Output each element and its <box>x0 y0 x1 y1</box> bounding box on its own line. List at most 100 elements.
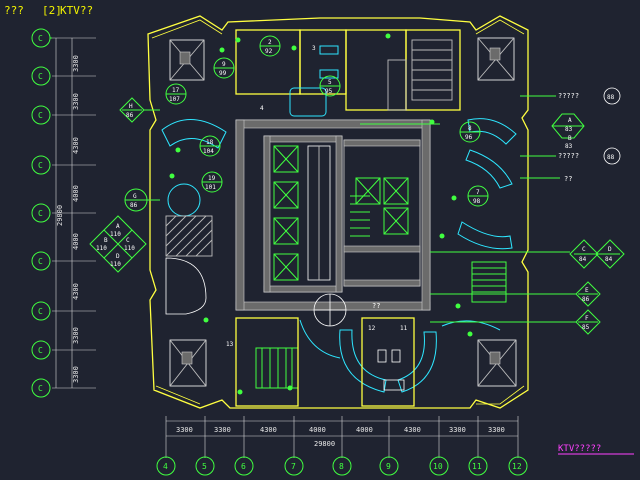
right-circle-88-top: 88 <box>603 87 621 105</box>
svg-text:C: C <box>582 246 586 253</box>
curved-lounges <box>161 118 517 393</box>
svg-text:88: 88 <box>607 94 615 101</box>
legend-label: KTV????? <box>558 444 601 454</box>
bottom-axis-bubbles: 4 5 6 7 8 9 10 11 12 <box>156 456 528 476</box>
header-left-text: ??? <box>4 4 24 17</box>
left-axis-label: C <box>38 346 43 355</box>
svg-text:5: 5 <box>328 79 332 86</box>
svg-text:9: 9 <box>222 61 226 68</box>
quad-marker: A 110 B 110 C 110 D 110 <box>89 215 147 273</box>
svg-text:7: 7 <box>476 189 480 196</box>
bottom-rooms <box>235 317 415 407</box>
right-stair <box>471 261 507 303</box>
svg-text:86: 86 <box>126 112 134 119</box>
room-tag: 9 99 <box>213 57 235 79</box>
svg-text:B: B <box>568 135 572 142</box>
room-number: 3 <box>312 45 316 52</box>
corner-stair-se <box>477 339 517 387</box>
svg-text:101: 101 <box>205 184 216 191</box>
bottom-dim-5: 4000 <box>356 426 373 434</box>
callout-text: ????? <box>558 92 579 100</box>
svg-text:96: 96 <box>465 134 473 141</box>
svg-text:110: 110 <box>110 231 121 238</box>
svg-text:19: 19 <box>208 175 216 182</box>
room-number: 4 <box>260 105 264 112</box>
svg-text:84: 84 <box>605 256 613 263</box>
left-dim-8: 3300 <box>72 366 80 383</box>
svg-text:17: 17 <box>172 87 180 94</box>
callout-text: ?? <box>564 175 572 183</box>
left-dim-7: 3300 <box>72 327 80 344</box>
bottom-dim-7: 3300 <box>449 426 466 434</box>
top-rooms <box>235 29 461 117</box>
room-tag: 19 101 <box>201 171 223 193</box>
left-axis-label: C <box>38 307 43 316</box>
marker-h: H 86 <box>119 97 160 123</box>
central-core <box>235 119 431 327</box>
room-number: 12 <box>368 325 376 332</box>
left-dimension-chain: 3300 3300 4300 4000 4000 4300 3300 3300 … <box>31 28 96 398</box>
legend: KTV????? <box>558 444 634 455</box>
svg-text:107: 107 <box>169 96 180 103</box>
svg-text:D: D <box>608 246 612 253</box>
marker-f: F 85 <box>575 309 601 335</box>
svg-text:83: 83 <box>565 143 573 150</box>
svg-text:2: 2 <box>268 39 272 46</box>
room-tag: 2 92 <box>259 35 281 57</box>
bottom-axis-label: 11 <box>472 462 482 471</box>
svg-text:86: 86 <box>130 202 138 209</box>
bottom-dim-8: 3300 <box>488 426 505 434</box>
bottom-axis-label: 12 <box>512 462 522 471</box>
left-dim-1: 3300 <box>72 55 80 72</box>
svg-text:18: 18 <box>206 139 214 146</box>
svg-text:B: B <box>104 237 108 244</box>
left-axis-label: C <box>38 111 43 120</box>
bottom-axis-label: 7 <box>291 462 296 471</box>
corner-stair-sw <box>169 339 207 387</box>
svg-text:E: E <box>585 287 589 294</box>
svg-text:A: A <box>568 117 572 124</box>
svg-text:8: 8 <box>468 125 472 132</box>
bottom-dim-3: 4300 <box>260 426 277 434</box>
marker-g: G 86 <box>124 188 160 212</box>
svg-text:A: A <box>116 223 120 230</box>
bottom-axis-label: 5 <box>202 462 207 471</box>
left-axis-label: C <box>38 72 43 81</box>
left-dim-2: 3300 <box>72 93 80 110</box>
bottom-axis-label: 8 <box>339 462 344 471</box>
svg-text:86: 86 <box>582 296 590 303</box>
svg-text:110: 110 <box>96 245 107 252</box>
header-tag-text: [2] <box>42 4 62 17</box>
bottom-axis-label: 10 <box>433 462 443 471</box>
bottom-axis-label: 4 <box>163 462 168 471</box>
hatched-room <box>165 215 213 257</box>
bottom-left-stair <box>255 347 299 389</box>
room-number: 13 <box>226 341 234 348</box>
planters <box>169 33 473 395</box>
room-tag: 7 98 <box>467 185 489 207</box>
svg-text:99: 99 <box>219 70 227 77</box>
svg-text:85: 85 <box>582 324 590 331</box>
bottom-axis-label: 9 <box>386 462 391 471</box>
room-tag: 18 104 <box>199 135 221 157</box>
svg-text:83: 83 <box>565 126 573 133</box>
bottom-dim-1: 3300 <box>176 426 193 434</box>
room-tags: 2 92 9 99 17 107 5 95 18 104 <box>165 35 489 207</box>
bottom-dim-2: 3300 <box>214 426 231 434</box>
left-axis-label: C <box>38 209 43 218</box>
marker-e: E 86 <box>575 281 601 307</box>
svg-text:D: D <box>116 253 120 260</box>
bottom-axis-label: 6 <box>241 462 246 471</box>
right-cd-marker: C 84 D 84 <box>569 239 625 269</box>
header-title-text: KTV?? <box>60 4 93 17</box>
svg-text:84: 84 <box>579 256 587 263</box>
left-axis-label: C <box>38 161 43 170</box>
svg-text:F: F <box>585 315 589 322</box>
room-tag: 8 96 <box>459 121 481 143</box>
svg-text:C: C <box>126 237 130 244</box>
stair-note: ?? <box>372 302 380 310</box>
left-axis-label: C <box>38 34 43 43</box>
leader-lines <box>360 95 576 323</box>
bottom-dim-total: 29800 <box>314 440 335 448</box>
